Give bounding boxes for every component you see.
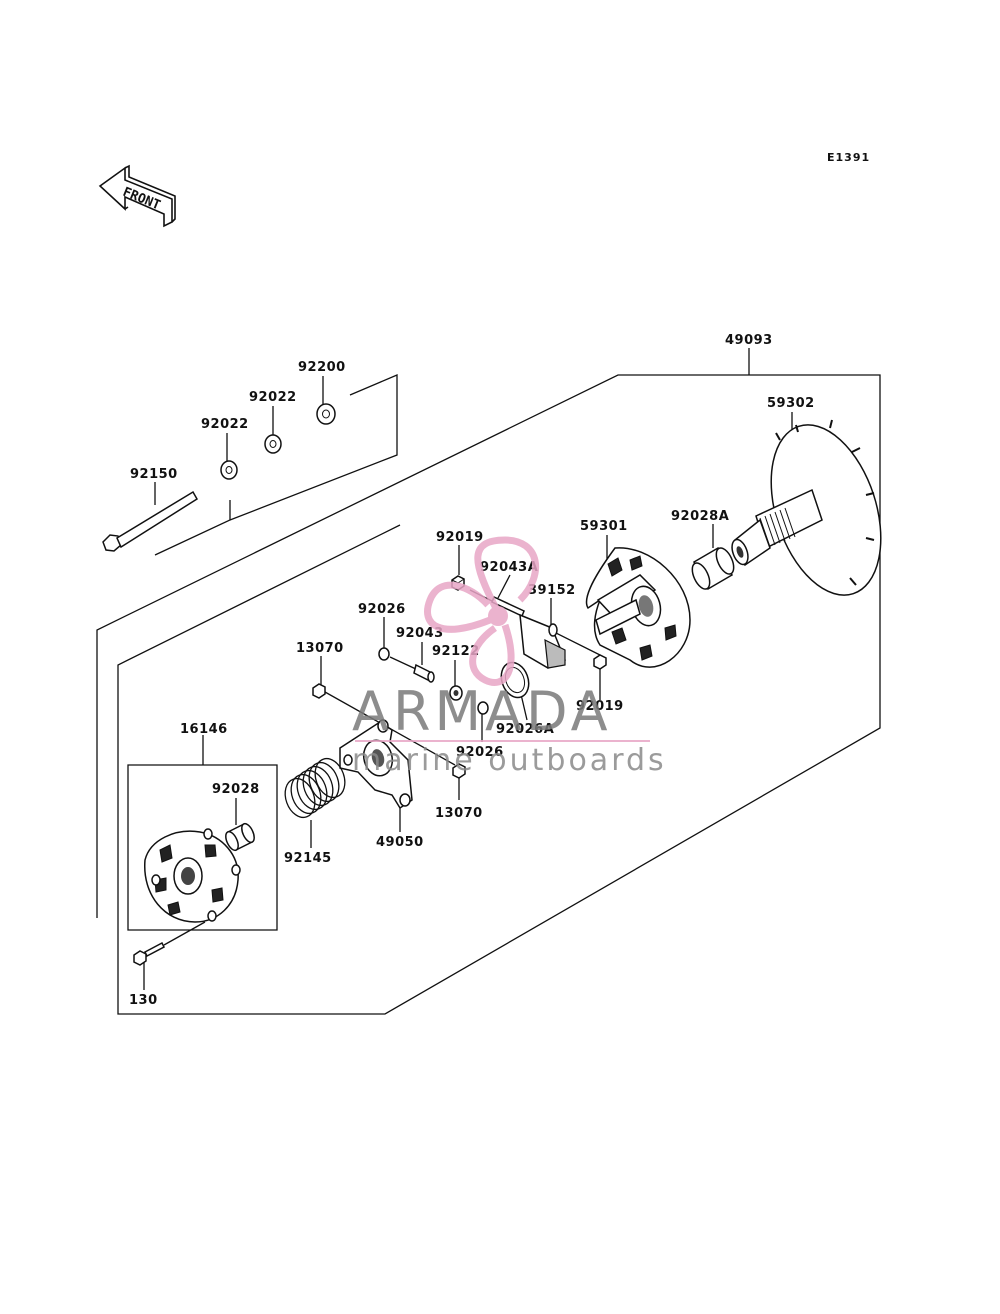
label-59301: 59301 xyxy=(580,519,628,534)
movable-sheave-59301 xyxy=(585,547,691,668)
washer-92022-b xyxy=(264,434,282,454)
cover-16146 xyxy=(144,828,241,923)
label-130: 130 xyxy=(129,993,158,1008)
label-92200: 92200 xyxy=(298,360,346,375)
bolt-13070-lower xyxy=(452,763,466,779)
label-92022-a: 92022 xyxy=(201,417,249,432)
fixed-sheave-59302 xyxy=(731,419,882,596)
propeller-logo-icon xyxy=(424,536,539,686)
label-92026A: 92026A xyxy=(496,722,554,737)
nut-92019-lower xyxy=(593,654,607,670)
label-92028: 92028 xyxy=(212,782,260,797)
label-92028A: 92028A xyxy=(671,509,729,524)
spring-92145 xyxy=(284,757,346,819)
label-92022-b: 92022 xyxy=(249,390,297,405)
washer-92026-lower xyxy=(477,701,489,715)
label-16146: 16146 xyxy=(180,722,228,737)
label-92026-upper: 92026 xyxy=(358,602,406,617)
label-59302: 59302 xyxy=(767,396,815,411)
brand-name: ARMADA xyxy=(352,680,612,743)
bushing-92028 xyxy=(225,822,255,852)
label-92019-upper: 92019 xyxy=(436,530,484,545)
spider-49050 xyxy=(339,719,413,810)
bushing-92028A xyxy=(691,546,735,591)
label-92026-lower: 92026 xyxy=(456,745,504,760)
label-13070-upper: 13070 xyxy=(296,641,344,656)
label-39152: 39152 xyxy=(528,583,576,598)
label-92019-lower: 92019 xyxy=(576,699,624,714)
arm-39152 xyxy=(519,613,566,669)
label-49050: 49050 xyxy=(376,835,424,850)
armada-watermark: ARMADA marine outboards xyxy=(352,536,667,778)
part-labels: 49093 59302 92028A 59301 92019 92043A 39… xyxy=(129,333,815,1008)
collar-92122 xyxy=(449,685,463,701)
assembly-outline xyxy=(96,374,881,1015)
leader-lines xyxy=(143,376,793,990)
washer-92200 xyxy=(316,403,336,425)
bolt-130 xyxy=(133,921,206,966)
bolt-92150 xyxy=(102,490,199,552)
pin-92043 xyxy=(389,656,435,683)
label-92150: 92150 xyxy=(130,467,178,482)
label-92122: 92122 xyxy=(432,644,480,659)
front-arrow-icon: FRONT xyxy=(98,164,176,228)
label-92043A: 92043A xyxy=(480,560,538,575)
brand-tagline: marine outboards xyxy=(352,743,667,778)
label-13070-lower: 13070 xyxy=(435,806,483,821)
label-49093: 49093 xyxy=(725,333,773,348)
washer-92026-upper xyxy=(378,647,390,661)
label-92145: 92145 xyxy=(284,851,332,866)
diagram-code: E1391 xyxy=(827,151,870,164)
washer-92022-a xyxy=(220,460,238,480)
label-92043: 92043 xyxy=(396,626,444,641)
